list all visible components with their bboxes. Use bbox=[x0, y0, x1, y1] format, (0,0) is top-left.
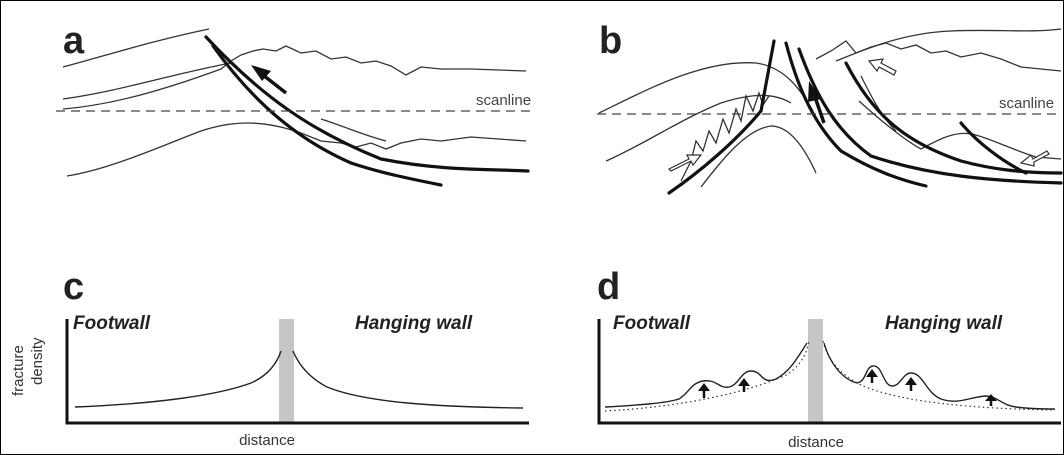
panel-b-jagged-tip bbox=[680, 90, 770, 182]
panel-b-anticline-inner bbox=[605, 94, 792, 162]
panel-b-fault-1 bbox=[667, 39, 776, 195]
panel-a-fault-lower bbox=[211, 44, 443, 187]
panel-c-hanging-wall-label: Hanging wall bbox=[355, 313, 473, 334]
panel-d-letter: d bbox=[597, 266, 620, 308]
panel-c-fault-zone bbox=[279, 319, 294, 423]
panel-d-background-trend-hanging bbox=[822, 340, 1056, 411]
panel-c-letter: c bbox=[63, 266, 84, 308]
panel-b-slip-arrow-shaft bbox=[813, 96, 826, 124]
panel-b-slip-arrow-head bbox=[808, 81, 821, 102]
panel-a-slip-arrow-shaft bbox=[261, 73, 288, 95]
panel-a-scanline-label: scanline bbox=[476, 92, 531, 109]
panel-b-anticline-outer bbox=[598, 62, 814, 114]
panel-d-increase-arrow-2 bbox=[738, 378, 750, 392]
panel-d-x-axis-label: distance bbox=[788, 434, 844, 451]
panel-c-x-axis-label: distance bbox=[239, 432, 295, 449]
panel-c-axes bbox=[65, 319, 529, 425]
panel-d-increase-arrow-5 bbox=[985, 394, 997, 406]
panel-d-axes bbox=[597, 319, 1061, 425]
panel-a-lower-horizon bbox=[66, 122, 527, 177]
panel-d-fracture-curve-footwall bbox=[604, 342, 808, 408]
panel-d-background-trend bbox=[604, 340, 810, 412]
panel-d-increase-arrow-4 bbox=[905, 377, 917, 391]
panel-b-fault-5 bbox=[959, 121, 1028, 175]
panel-b-right-cap-horizon bbox=[835, 28, 1062, 62]
panel-a-second-horizon bbox=[62, 62, 232, 100]
panel-d-fault-zone bbox=[808, 319, 823, 423]
panel-b-open-arrow-right-top bbox=[867, 58, 897, 76]
panel-a-hanging-horizon bbox=[320, 118, 387, 142]
panel-c-y-axis-label-line1: fracture bbox=[10, 345, 27, 396]
panel-a: a scanline bbox=[56, 20, 531, 187]
panel-d: d Footwall Hanging wall bbox=[597, 266, 1061, 451]
panel-b: b scanline bbox=[597, 20, 1063, 195]
panel-b-right-lower-horizon bbox=[858, 100, 1062, 160]
panel-a-slip-arrow-head bbox=[251, 65, 271, 81]
panel-b-open-arrow-left bbox=[667, 154, 703, 172]
panel-a-fault-upper bbox=[204, 35, 530, 173]
panel-b-fault-2 bbox=[784, 41, 928, 188]
panel-b-fault-3 bbox=[797, 47, 1063, 185]
panel-d-increase-arrow-1 bbox=[698, 383, 710, 398]
panel-b-letter: b bbox=[599, 20, 622, 62]
panel-a-middle-horizon bbox=[62, 45, 527, 110]
panel-a-upper-horizon bbox=[62, 28, 210, 68]
panel-c-footwall-curve bbox=[74, 350, 282, 408]
panel-b-scanline-label: scanline bbox=[999, 95, 1054, 112]
panel-d-increase-arrow-3 bbox=[866, 369, 878, 383]
panel-c-footwall-label: Footwall bbox=[73, 313, 151, 334]
panel-b-right-mid-horizon bbox=[860, 75, 897, 132]
panel-d-hanging-wall-label: Hanging wall bbox=[885, 313, 1003, 334]
panel-a-letter: a bbox=[63, 20, 85, 62]
panel-b-right-upper-horizon bbox=[815, 40, 1062, 72]
panel-d-fracture-curve-hanging bbox=[823, 342, 1056, 410]
panel-c-y-axis-label-line2: density bbox=[29, 337, 46, 385]
panel-b-anticline-core bbox=[700, 125, 817, 188]
panel-c-hanging-wall-curve bbox=[292, 350, 524, 409]
panel-b-open-arrow-right-bottom bbox=[1019, 150, 1050, 167]
panel-d-footwall-label: Footwall bbox=[613, 313, 691, 334]
panel-c: c Footwall Hanging wall fracture density… bbox=[10, 266, 529, 449]
